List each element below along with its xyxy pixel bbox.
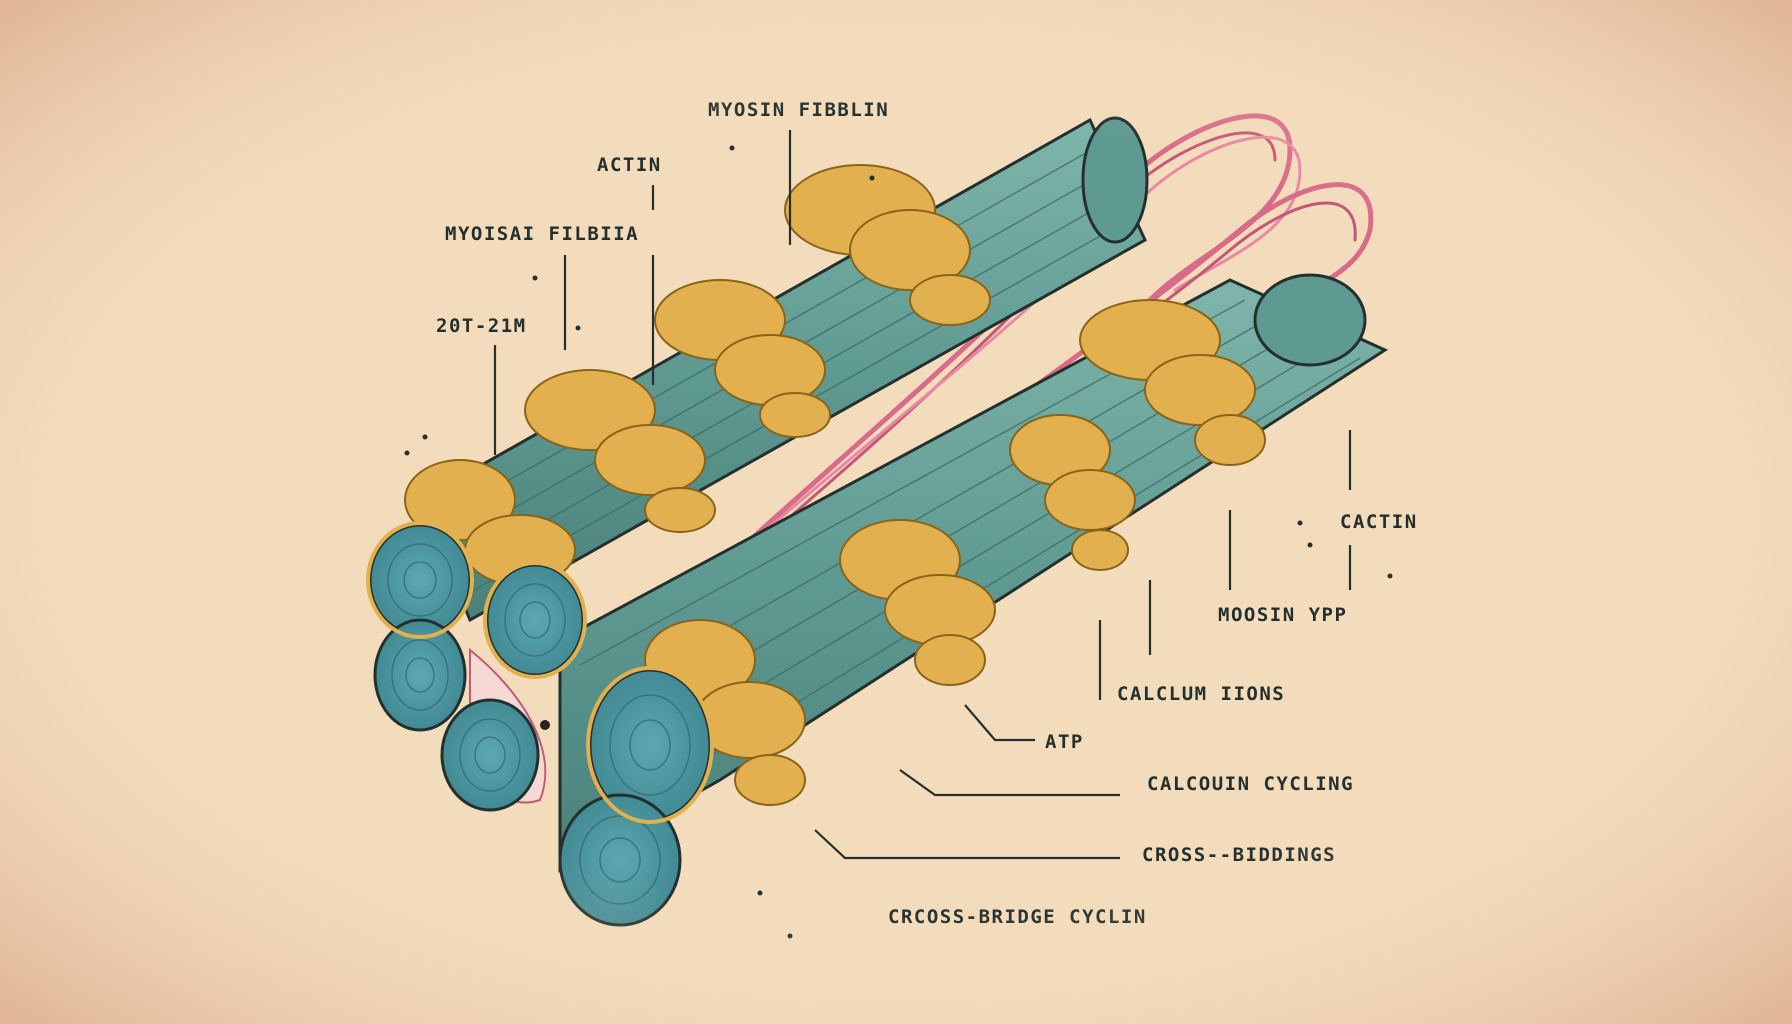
label-20t-21m: 20T-21M	[436, 315, 527, 337]
label-myoisai-filbiia: MYOISAI FILBIIA	[445, 223, 639, 245]
label-atp: ATP	[1045, 731, 1084, 753]
label-myosin-fibblin: MYOSIN FIBBLIN	[708, 99, 889, 121]
label-cactin: CACTIN	[1340, 511, 1418, 533]
fiber-end-3	[485, 563, 585, 677]
label-moosin-ypp: MOOSIN YPP	[1218, 604, 1347, 626]
label-calcouin-cycling: CALCOUIN CYCLING	[1147, 773, 1354, 795]
label-calcium-ions: CALCLUM IIONS	[1117, 683, 1285, 705]
label-cross-biddings: CROSS--BIDDINGS	[1142, 844, 1336, 866]
label-crcoss-bridge-cyclin: CRCOSS-BRIDGE CYCLIN	[888, 906, 1147, 928]
fiber-end-4	[440, 698, 540, 812]
label-actin-top: ACTIN	[597, 154, 662, 176]
